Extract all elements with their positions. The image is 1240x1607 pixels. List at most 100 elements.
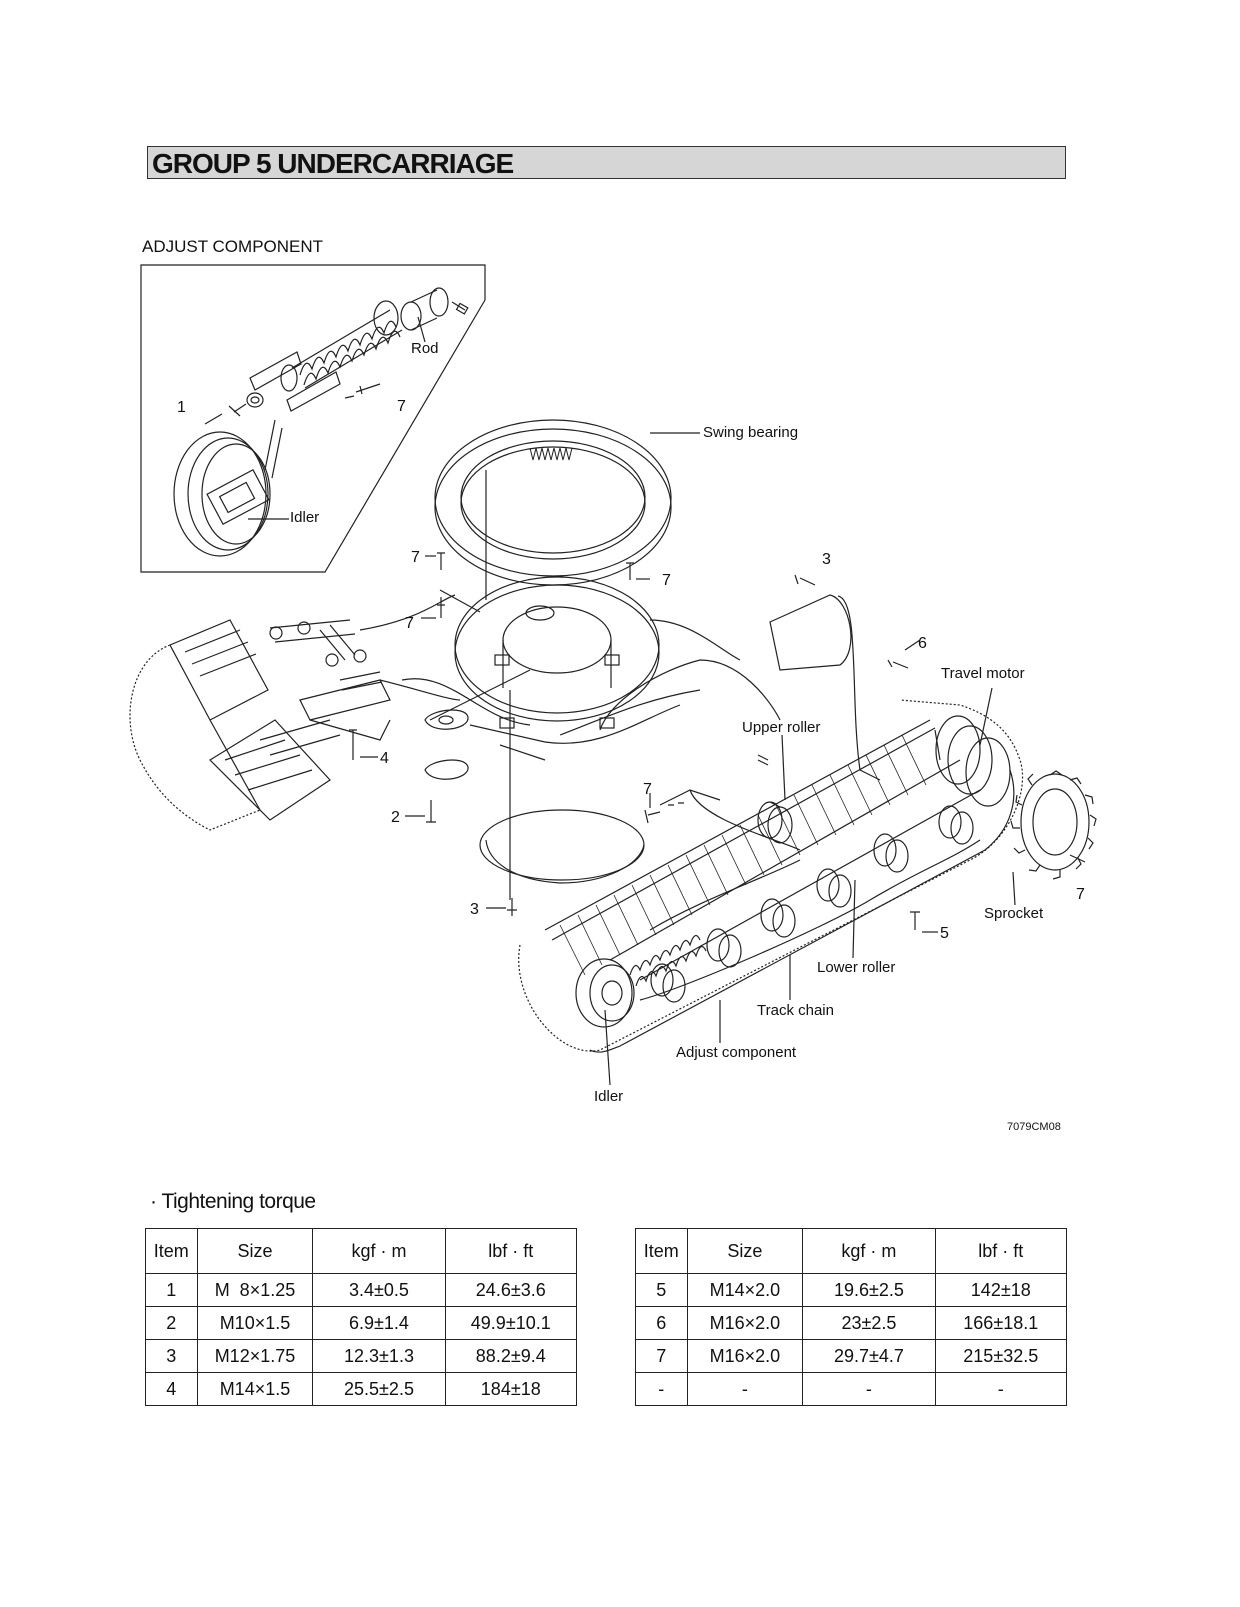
- inset-bolt-7: [355, 383, 381, 395]
- inset-spring: [228, 300, 403, 417]
- torque-table-left: Item Size kgf · m lbf · ft 1 M 8×1.25 3.…: [145, 1228, 578, 1406]
- left-track-pieces: [129, 619, 391, 831]
- cell-item: -: [635, 1372, 688, 1406]
- table-header-row: Item Size kgf · m lbf · ft: [145, 1228, 578, 1274]
- cell-item: 5: [635, 1273, 688, 1307]
- upper-frame: [359, 576, 781, 761]
- callout-5: 5: [940, 925, 949, 942]
- bolt-7a: [437, 552, 445, 570]
- bolt-3a: [794, 574, 816, 586]
- callout-7a: 7: [411, 549, 420, 566]
- col-item: Item: [145, 1228, 198, 1274]
- cell-kgf: 12.3±1.3: [312, 1339, 446, 1373]
- cell-kgf: 29.7±4.7: [802, 1339, 936, 1373]
- cell-size: M14×1.5: [196, 1372, 314, 1406]
- cell-size: M16×2.0: [686, 1339, 804, 1373]
- col-kgf: kgf · m: [312, 1228, 446, 1274]
- cell-lbf: 215±32.5: [934, 1339, 1068, 1373]
- figure-code: 7079CM08: [1007, 1121, 1061, 1133]
- cell-kgf: 6.9±1.4: [312, 1306, 446, 1340]
- col-lbf: lbf · ft: [934, 1228, 1068, 1274]
- travel-motor: [934, 715, 1011, 807]
- swing-bearing: [434, 419, 672, 600]
- table-row: 4 M14×1.5 25.5±2.5 184±18: [145, 1372, 578, 1406]
- cell-size: -: [686, 1372, 804, 1406]
- travel-motor-label: Travel motor: [941, 665, 1025, 682]
- bolt-4: [349, 729, 357, 760]
- inset-idler: [173, 419, 283, 557]
- cell-size: M12×1.75: [196, 1339, 314, 1373]
- callout-7d: 7: [643, 781, 652, 798]
- table-row: 2 M10×1.5 6.9±1.4 49.9±10.1: [145, 1306, 578, 1340]
- sprocket: [1010, 770, 1097, 880]
- cell-size: M10×1.5: [196, 1306, 314, 1340]
- cell-lbf: 166±18.1: [934, 1306, 1068, 1340]
- cell-item: 7: [635, 1339, 688, 1373]
- cell-kgf: 3.4±0.5: [312, 1273, 446, 1307]
- bolt-3b: [507, 898, 517, 916]
- callout-7b: 7: [662, 572, 671, 589]
- callout-inset-7: 7: [397, 398, 406, 415]
- table-header-row: Item Size kgf · m lbf · ft: [635, 1228, 1068, 1274]
- main-track: [518, 699, 1024, 1053]
- callout-2: 2: [391, 809, 400, 826]
- idler-inset-label: Idler: [290, 509, 319, 526]
- gasket-1: [424, 709, 469, 730]
- col-lbf: lbf · ft: [444, 1228, 578, 1274]
- bolt-7b: [626, 562, 634, 580]
- page-title: GROUP 5 UNDERCARRIAGE: [152, 148, 514, 179]
- idler-label: Idler: [594, 1088, 623, 1105]
- callout-7e: 7: [1076, 886, 1085, 903]
- callout-inset-1: 1: [177, 399, 186, 416]
- bolt-5: [910, 911, 920, 930]
- cell-item: 4: [145, 1372, 198, 1406]
- cell-kgf: 23±2.5: [802, 1306, 936, 1340]
- table-row: 7 M16×2.0 29.7±4.7 215±32.5: [635, 1339, 1068, 1373]
- upper-roller: [757, 754, 793, 844]
- track-idler: [575, 958, 635, 1028]
- table-row: 3 M12×1.75 12.3±1.3 88.2±9.4: [145, 1339, 578, 1373]
- callout-3b: 3: [470, 901, 479, 918]
- cell-size: M 8×1.25: [196, 1273, 314, 1307]
- inset-bolt-1: [204, 413, 223, 425]
- track-grousers: [559, 734, 927, 976]
- swing-bearing-label: Swing bearing: [703, 424, 798, 441]
- cell-item: 6: [635, 1306, 688, 1340]
- bolt-7e: [1069, 854, 1086, 863]
- callout-7c: 7: [405, 615, 414, 632]
- lower-rollers: [650, 805, 974, 1003]
- track-adjust-spring: [629, 934, 707, 987]
- cell-kgf: 19.6±2.5: [802, 1273, 936, 1307]
- col-size: Size: [686, 1228, 804, 1274]
- callout-3a: 3: [822, 551, 831, 568]
- cell-kgf: -: [802, 1372, 936, 1406]
- torque-table-right: Item Size kgf · m lbf · ft 5 M14×2.0 19.…: [635, 1228, 1068, 1406]
- cell-lbf: 49.9±10.1: [444, 1306, 578, 1340]
- motor-cover: [769, 574, 881, 781]
- inset-frame: [140, 264, 486, 573]
- cell-kgf: 25.5±2.5: [312, 1372, 446, 1406]
- inset-title: ADJUST COMPONENT: [142, 237, 324, 256]
- bolt-7c: [437, 597, 445, 618]
- rod-label: Rod: [411, 340, 439, 357]
- table-row: 6 M16×2.0 23±2.5 166±18.1: [635, 1306, 1068, 1340]
- cell-size: M14×2.0: [686, 1273, 804, 1307]
- bolt-2: [426, 800, 436, 823]
- upper-roller-leader: [781, 734, 786, 801]
- page-title-bar: GROUP 5 UNDERCARRIAGE: [147, 146, 1066, 179]
- travel-motor-leader: [979, 687, 993, 746]
- cell-lbf: 88.2±9.4: [444, 1339, 578, 1373]
- cell-lbf: 24.6±3.6: [444, 1273, 578, 1307]
- cell-lbf: 142±18: [934, 1273, 1068, 1307]
- track-chain-label: Track chain: [757, 1002, 834, 1019]
- inset-rod: [400, 287, 469, 331]
- cell-item: 1: [145, 1273, 198, 1307]
- bolt-6: [887, 659, 909, 669]
- sprocket-label: Sprocket: [984, 905, 1044, 922]
- cell-lbf: 184±18: [444, 1372, 578, 1406]
- cell-size: M16×2.0: [686, 1306, 804, 1340]
- torque-heading: · Tightening torque: [150, 1190, 316, 1213]
- rod-leader: [417, 316, 426, 343]
- callout-6: 6: [918, 635, 927, 652]
